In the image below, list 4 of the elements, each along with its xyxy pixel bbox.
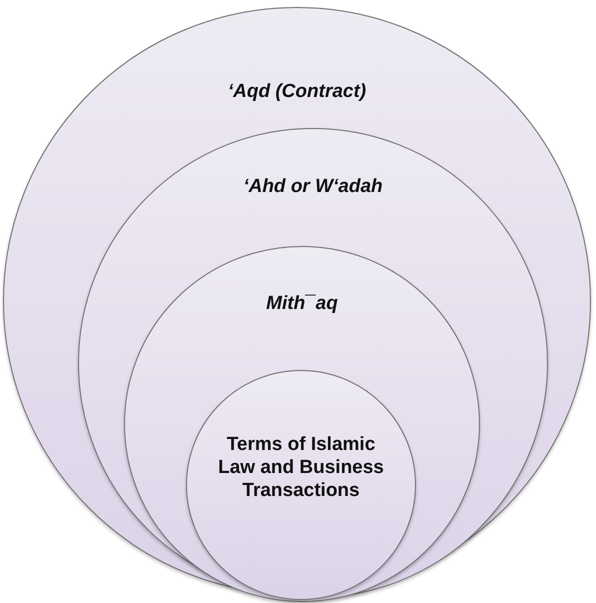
circle-label: ‘Aqd (Contract) <box>228 81 366 104</box>
circle-label: Mith¯aq <box>266 293 338 316</box>
circle-label: ‘Ahd or W‘adah <box>243 176 383 199</box>
circle-label: Terms of Islamic Law and Business Transactions <box>217 434 385 502</box>
